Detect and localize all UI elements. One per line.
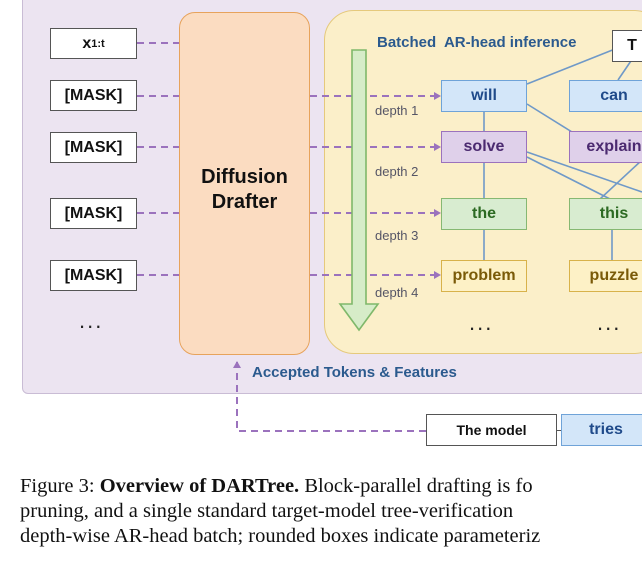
depth-label-3: depth 3 [375,228,419,243]
ar-panel-title: Batched AR-head inference [377,34,577,51]
accepted-token-2: tries [561,414,642,446]
caption-line-3: depth-wise AR-head batch; rounded boxes … [20,525,541,547]
input-mask-1: [MASK] [50,80,137,111]
caption-fig-label: Figure 3: [20,475,100,497]
accepted-label: Accepted Tokens & Features [252,364,457,381]
caption-line-2: pruning, and a single standard target-mo… [20,500,514,522]
node-will: will [441,80,527,112]
node-problem: problem [441,260,527,292]
input-mask-4: [MASK] [50,260,137,291]
input-mask-3: [MASK] [50,198,137,229]
caption-line-1: Figure 3: Overview of DARTree. Block-par… [20,474,642,499]
node-the: the [441,198,527,230]
depth-label-4: depth 4 [375,285,419,300]
ar-inference-panel [324,10,642,354]
node-solve: solve [441,131,527,163]
tree-ellipsis-left: ... [469,310,494,335]
node-this: this [569,198,642,230]
tree-root-node: T [612,30,642,62]
depth-label-1: depth 1 [375,103,419,118]
edge-solve-this [526,156,611,200]
node-puzzle: puzzle [569,260,642,292]
edge-explain-this [599,159,642,200]
input-ellipsis: ... [79,308,104,333]
diffusion-drafter-box [179,12,310,355]
edge-T-will [526,48,616,85]
accepted-token-1: The model [426,414,557,446]
figure-caption: Figure 3: Overview of DARTree. Block-par… [20,474,642,549]
token-connector [557,430,561,431]
depth-label-2: depth 2 [375,164,419,179]
input-mask-2: [MASK] [50,132,137,163]
drafter-label: Diffusion Drafter [179,165,310,215]
drafter-label-line2: Drafter [211,191,278,213]
feedback-arrow [233,361,426,432]
edge-solve-offscreen [526,151,642,193]
caption-title: Overview of DARTree. [99,475,300,497]
node-can: can [569,80,642,112]
caption-line1-rest: Block-parallel drafting is fo [299,475,533,497]
tree-ellipsis-right: ... [597,310,622,335]
input-x-main: x [82,34,92,52]
input-x-sub: 1:t [91,37,105,50]
depth-arrow [338,49,380,332]
drafter-label-line1: Diffusion [201,166,288,188]
node-explain: explain [569,131,642,163]
edge-will-explain [526,103,573,133]
